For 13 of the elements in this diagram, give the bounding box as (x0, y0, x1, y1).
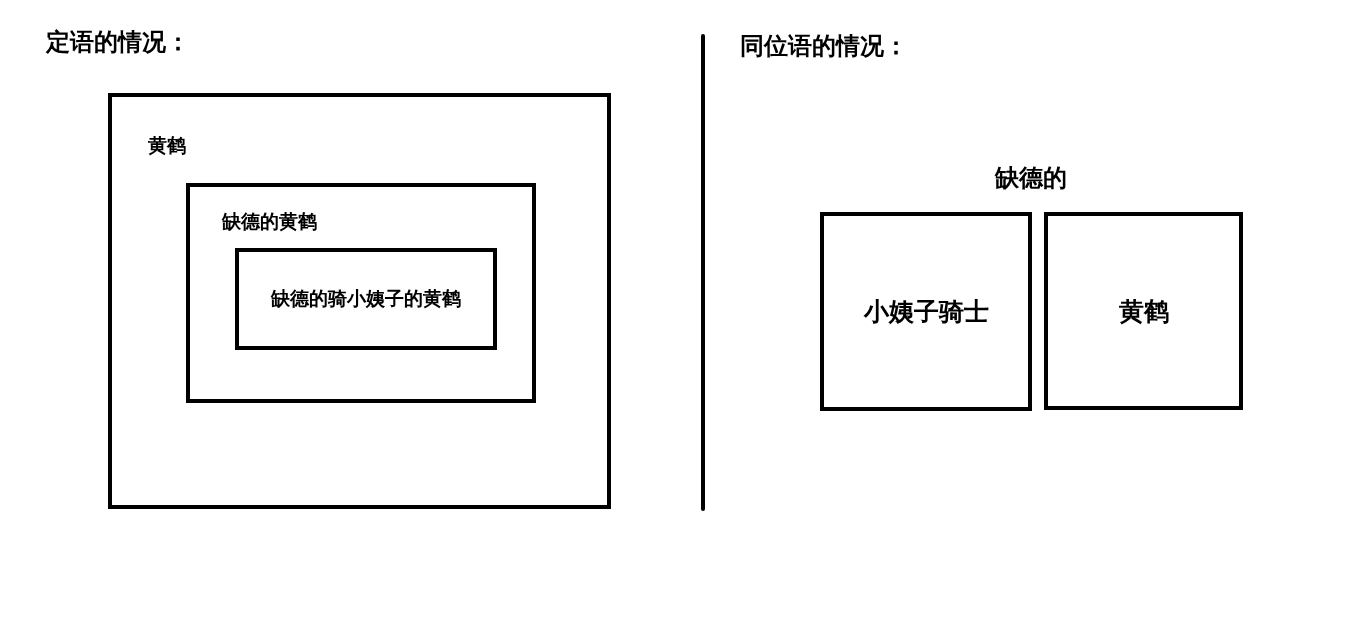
box-label: 小姨子骑士 (863, 296, 989, 328)
box-label: 缺德的骑小姨子的黄鹤 (271, 286, 461, 311)
nested-box (186, 183, 536, 403)
nested-box (1044, 212, 1243, 410)
box-label: 缺德的黄鹤 (222, 209, 317, 234)
box-label: 黄鹤 (1118, 295, 1169, 328)
section-heading: 同位语的情况： (740, 31, 908, 62)
group-label: 缺德的 (995, 163, 1067, 194)
nested-box (108, 93, 611, 509)
box-label: 黄鹤 (148, 133, 186, 158)
section-heading: 定语的情况： (46, 27, 190, 58)
nested-box (820, 212, 1032, 411)
nested-box (235, 248, 497, 350)
